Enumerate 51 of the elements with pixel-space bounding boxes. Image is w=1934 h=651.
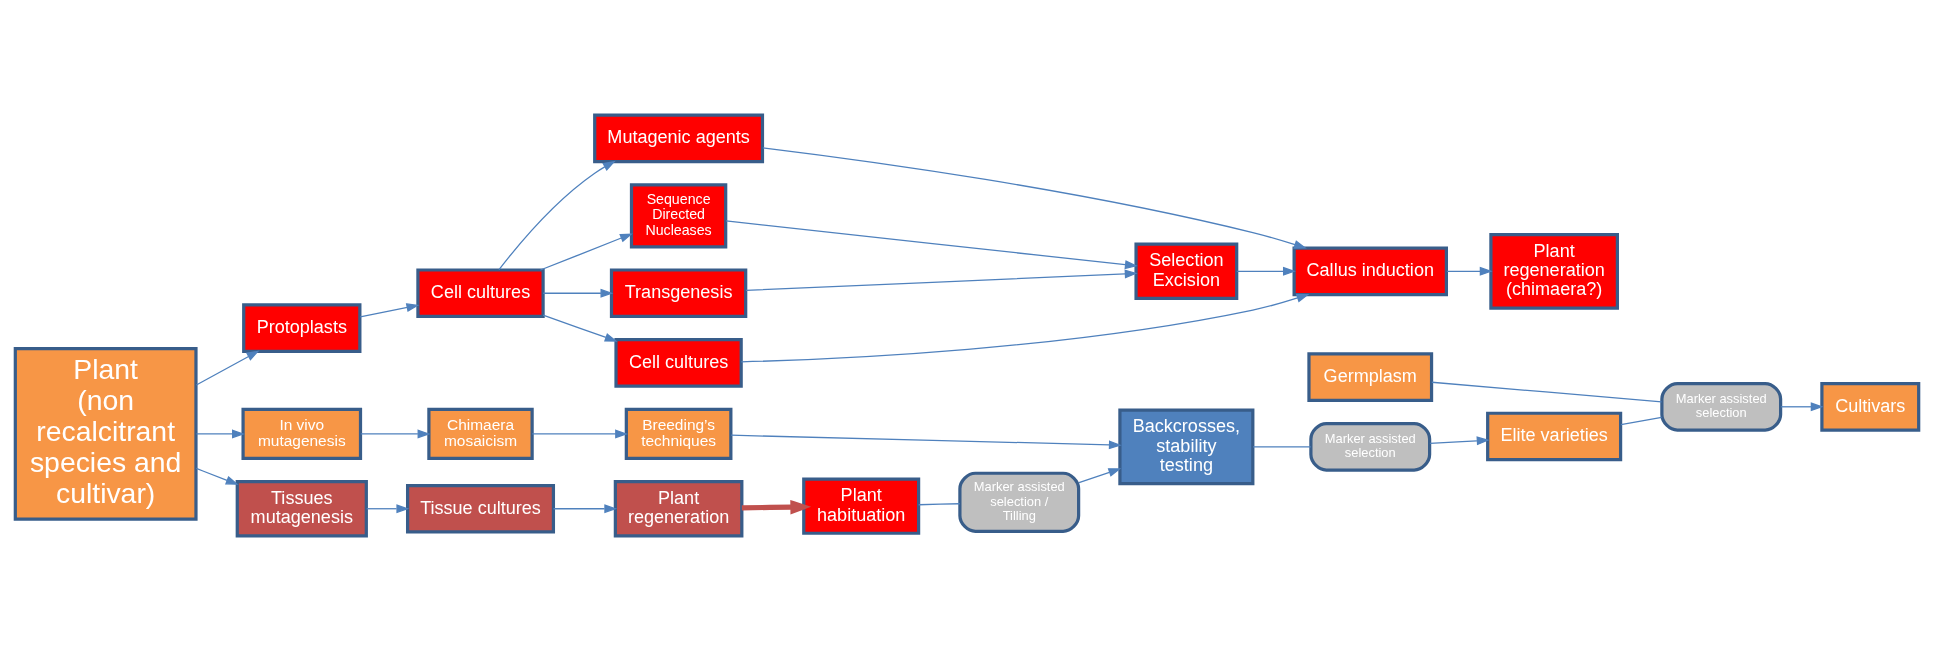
arrow xyxy=(1078,468,1122,484)
node-box: Callus induction xyxy=(1292,246,1448,297)
node-box: Sequence Directed Nucleases xyxy=(629,183,728,249)
node-box: Transgenesis xyxy=(609,268,748,319)
arrow xyxy=(498,160,616,271)
node-box: Selection Excision xyxy=(1134,242,1239,300)
arrow xyxy=(1236,266,1296,276)
arrow xyxy=(740,293,1310,363)
arrow xyxy=(359,303,420,318)
arrow xyxy=(542,288,614,298)
node-box: Plant habituation xyxy=(802,477,921,535)
connector xyxy=(1620,416,1663,426)
node-box: In vivo mutagenesis xyxy=(241,407,363,461)
arrow xyxy=(531,429,629,439)
node-box: Marker assisted selection xyxy=(1660,381,1783,432)
arrow xyxy=(195,467,239,485)
arrow xyxy=(542,314,618,342)
node-box: Plant regeneration (chimaera?) xyxy=(1489,232,1619,310)
arrow xyxy=(366,504,410,514)
arrow xyxy=(1780,402,1824,412)
arrow xyxy=(745,269,1138,291)
node-box: Plant regeneration xyxy=(613,480,744,538)
arrow xyxy=(725,220,1138,270)
arrow xyxy=(730,434,1122,450)
node-box: Tissue cultures xyxy=(406,483,556,534)
node-box: Breeding’s techniques xyxy=(624,407,733,461)
node-box: Elite varieties xyxy=(1486,411,1623,462)
arrow xyxy=(741,499,812,515)
node-box: Marker assisted selection xyxy=(1309,421,1432,472)
connector xyxy=(1431,381,1663,403)
node-box: Germplasm xyxy=(1307,352,1434,402)
arrow xyxy=(552,504,618,514)
node-box: Plant (non recalcitrant species and cultivar) xyxy=(13,347,198,521)
arrow xyxy=(762,147,1307,249)
arrow xyxy=(195,429,245,439)
arrow xyxy=(539,233,633,271)
node-box: Backcrosses, stability testing xyxy=(1118,408,1255,486)
arrow xyxy=(195,350,260,386)
node-box: Cell cultures xyxy=(416,268,545,319)
node-box: Cell cultures xyxy=(614,338,743,388)
node-box: Chimaera mosaicism xyxy=(427,407,534,461)
node-box: Cultivars xyxy=(1820,381,1921,432)
arrow xyxy=(1429,436,1490,446)
connector xyxy=(917,503,961,506)
arrow xyxy=(1446,266,1493,276)
connector xyxy=(1252,446,1312,448)
node-box: Mutagenic agents xyxy=(593,113,765,164)
node-box: Tissues mutagenesis xyxy=(235,480,368,538)
node-box: Protoplasts xyxy=(242,303,362,353)
arrow xyxy=(360,429,431,439)
node-box: Marker assisted selection / Tilling xyxy=(958,471,1081,533)
